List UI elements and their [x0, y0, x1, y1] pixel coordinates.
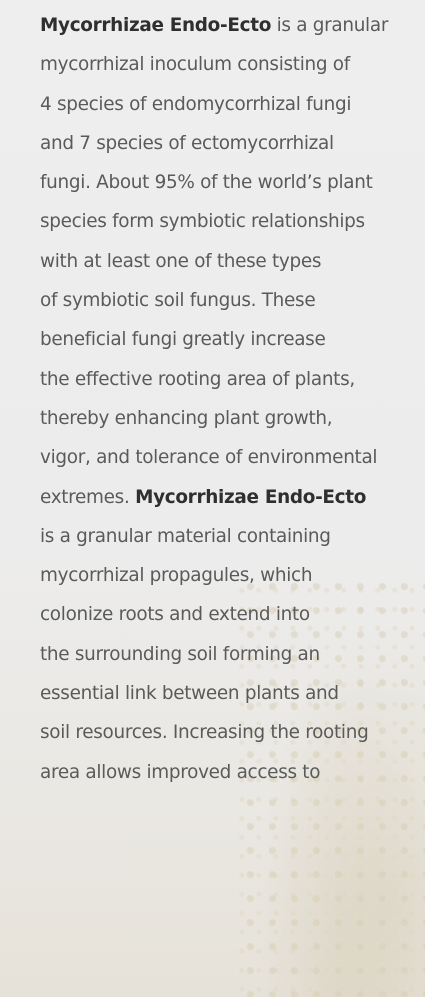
description-line: colonize roots and extend into: [40, 595, 425, 634]
description-text: species form symbiotic relationships: [40, 211, 365, 233]
description-text: 4 species of endomycorrhizal fungi: [40, 93, 352, 115]
description-line: fungi. About 95% of the world’s plant: [40, 163, 425, 202]
description-line: with at least one of these types: [40, 242, 425, 281]
description-line: essential link between plants and: [40, 674, 425, 713]
description-text: and 7 species of ectomycorrhizal: [40, 132, 334, 154]
product-description: Mycorrhizae Endo-Ecto is a granular mycor…: [40, 6, 425, 792]
description-line: mycorrhizal propagules, which: [40, 556, 425, 595]
description-line: Mycorrhizae Endo-Ecto is a granular: [40, 6, 425, 45]
description-line: thereby enhancing plant growth,: [40, 399, 425, 438]
description-line: species form symbiotic relationships: [40, 202, 425, 241]
description-text: is a granular: [271, 15, 389, 36]
description-text: soil resources. Increasing the rooting: [40, 722, 369, 744]
description-text: beneficial fungi greatly increase: [40, 329, 326, 351]
description-text: essential link between plants and: [40, 683, 339, 705]
description-line: 4 species of endomycorrhizal fungi: [40, 85, 425, 124]
description-text: mycorrhizal propagules, which: [40, 565, 313, 587]
description-text: mycorrhizal inoculum consisting of: [40, 54, 350, 76]
description-text: fungi. About 95% of the world’s plant: [40, 172, 373, 194]
description-line: extremes. Mycorrhizae Endo-Ecto: [40, 478, 425, 517]
description-text: colonize roots and extend into: [40, 604, 310, 626]
description-line: of symbiotic soil fungus. These: [40, 281, 425, 320]
description-text: thereby enhancing plant growth,: [40, 407, 333, 429]
description-line: soil resources. Increasing the rooting: [40, 713, 425, 752]
description-text: is a granular material containing: [40, 525, 331, 547]
description-text: area allows improved access to: [40, 761, 321, 783]
description-text: with at least one of these types: [40, 250, 322, 272]
description-text: of symbiotic soil fungus. These: [40, 290, 316, 312]
product-name-highlight: Mycorrhizae Endo-Ecto: [40, 15, 272, 36]
description-text: vigor, and tolerance of environmental: [40, 447, 378, 469]
description-line: beneficial fungi greatly increase: [40, 320, 425, 359]
description-line: mycorrhizal inoculum consisting of: [40, 45, 425, 84]
description-text: the surrounding soil forming an: [40, 643, 320, 665]
description-line: is a granular material containing: [40, 517, 425, 556]
description-text: extremes.: [40, 486, 136, 508]
description-line: and 7 species of ectomycorrhizal: [40, 124, 425, 163]
description-line: the surrounding soil forming an: [40, 635, 425, 674]
description-line: area allows improved access to: [40, 753, 425, 792]
description-line: vigor, and tolerance of environmental: [40, 438, 425, 477]
description-text: the effective rooting area of plants,: [40, 368, 355, 390]
description-line: the effective rooting area of plants,: [40, 360, 425, 399]
product-name-highlight: Mycorrhizae Endo-Ecto: [135, 486, 367, 508]
